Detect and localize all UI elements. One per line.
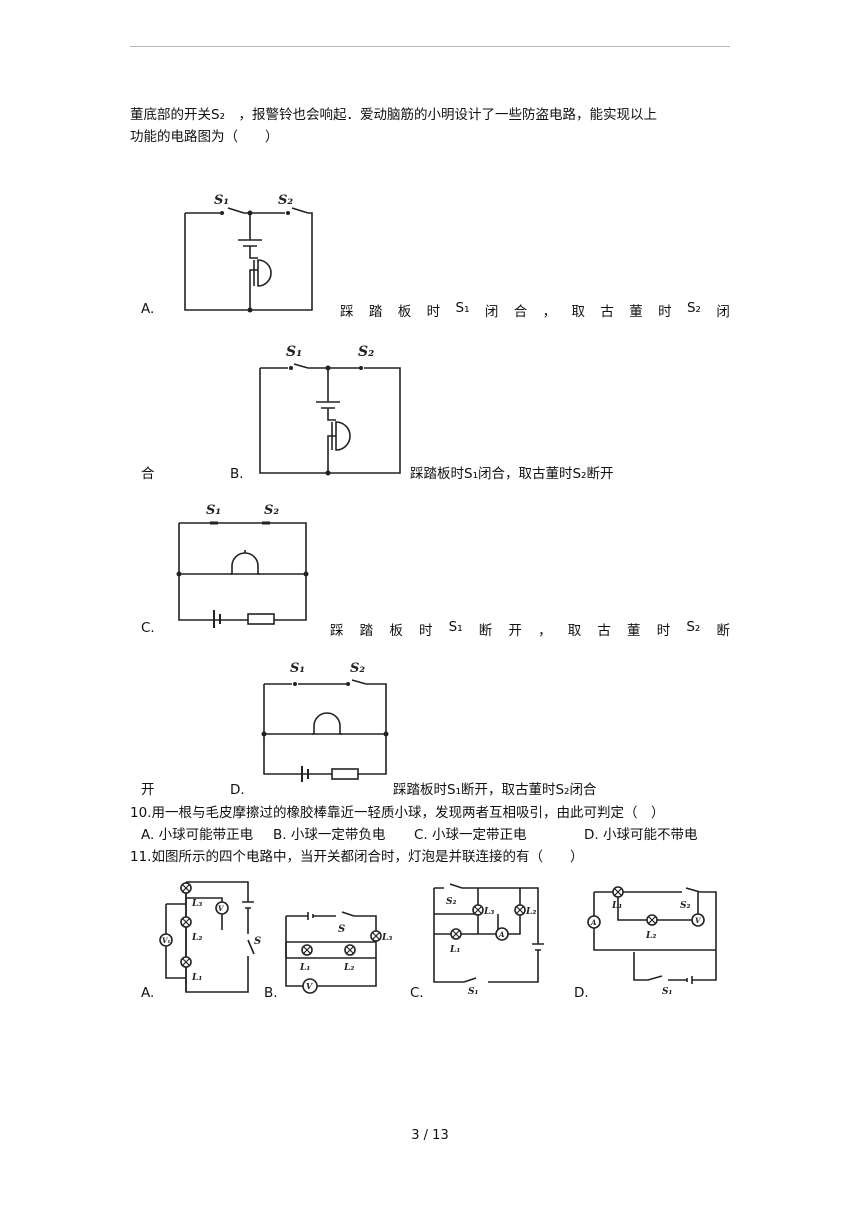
option-d-letter: D. bbox=[230, 782, 245, 798]
label-s: S bbox=[254, 936, 261, 947]
option-c-continuation: 开 bbox=[141, 782, 155, 798]
option-a-continuation: 合 bbox=[141, 466, 155, 482]
label-s1: S₁ bbox=[290, 661, 305, 676]
label-v: V bbox=[306, 981, 313, 991]
circuit-11a-diagram: L₃ L₂ L₁ V V₁ S bbox=[159, 881, 261, 993]
circuit-11c-diagram: S₂ L₃ L₂ L₁ A S₁ bbox=[433, 883, 544, 997]
label-s2: S₂ bbox=[680, 901, 690, 911]
q10-option-a: A. 小球可能带正电 bbox=[141, 827, 254, 843]
option-b-letter: B. bbox=[230, 466, 244, 482]
label-l1: L₁ bbox=[449, 945, 460, 955]
option-a-letter: A. bbox=[141, 301, 155, 317]
label-s2: S₂ bbox=[446, 897, 456, 907]
page-number: 3 / 13 bbox=[411, 1128, 449, 1143]
q10-option-c: C. 小球一定带正电 bbox=[414, 827, 527, 843]
label-s2: S₂ bbox=[278, 193, 293, 208]
label-s1: S₁ bbox=[286, 344, 302, 360]
label-l3: L₃ bbox=[381, 933, 392, 943]
label-l2: L₂ bbox=[191, 933, 202, 943]
q11-letter-b: B. bbox=[264, 985, 278, 1001]
q11-stem: 11.如图所示的四个电路中，当开关都闭合时，灯泡是并联连接的有（ ） bbox=[130, 849, 584, 865]
label-v1: V₁ bbox=[162, 936, 171, 945]
label-s1: S₁ bbox=[468, 987, 478, 997]
q10-option-d: D. 小球可能不带电 bbox=[584, 827, 698, 843]
circuit-d-diagram: S₁ S₂ bbox=[261, 661, 389, 782]
intro-line-2: 功能的电路图为（ ） bbox=[130, 129, 279, 145]
option-b-text: 踩踏板时S₁闭合，取古董时S₂断开 bbox=[410, 466, 614, 482]
option-c-letter: C. bbox=[141, 620, 155, 636]
circuit-11d-diagram: L₁ L₂ S₂ A V S₁ bbox=[587, 886, 717, 997]
label-a: A bbox=[590, 918, 597, 927]
q10-option-b: B. 小球一定带负电 bbox=[273, 827, 386, 843]
label-s2: S₂ bbox=[350, 661, 365, 676]
q11-letter-d: D. bbox=[574, 985, 589, 1001]
label-s2: S₂ bbox=[358, 344, 374, 360]
circuit-c-diagram: S₁ S₂ bbox=[176, 503, 309, 628]
label-l3: L₃ bbox=[191, 899, 202, 909]
label-s2: S₂ bbox=[264, 503, 279, 518]
label-a: A bbox=[498, 930, 505, 939]
circuit-11b-diagram: S L₁ L₂ L₃ V bbox=[285, 911, 392, 994]
label-l1: L₁ bbox=[299, 963, 310, 973]
q11-letter-a: A. bbox=[141, 985, 155, 1001]
label-s: S bbox=[338, 924, 345, 935]
label-s1: S₁ bbox=[662, 987, 672, 997]
q10-stem: 10.用一根与毛皮摩擦过的橡胶棒靠近一轻质小球，发现两者互相吸引，由此可判定（ … bbox=[130, 805, 665, 821]
label-s1: S₁ bbox=[206, 503, 221, 518]
label-l2: L₂ bbox=[645, 931, 656, 941]
circuit-a-diagram: S₁ S₂ bbox=[184, 193, 313, 313]
header-rule bbox=[130, 46, 730, 47]
q11-letter-c: C. bbox=[410, 985, 424, 1001]
label-l1: L₁ bbox=[191, 973, 202, 983]
label-v: V bbox=[218, 904, 225, 913]
label-l2: L₂ bbox=[343, 963, 354, 973]
label-v: V bbox=[695, 916, 702, 925]
circuit-b-diagram: S₁ S₂ bbox=[259, 344, 401, 476]
label-l1: L₁ bbox=[611, 901, 622, 911]
option-d-text: 踩踏板时S₁断开，取古董时S₂闭合 bbox=[393, 782, 597, 798]
intro-line-1: 董底部的开关S₂ ，报警铃也会响起．爱动脑筋的小明设计了一些防盗电路，能实现以上 bbox=[130, 107, 657, 123]
label-l3: L₃ bbox=[483, 907, 494, 917]
label-s1: S₁ bbox=[214, 193, 229, 208]
label-l2: L₂ bbox=[525, 907, 536, 917]
